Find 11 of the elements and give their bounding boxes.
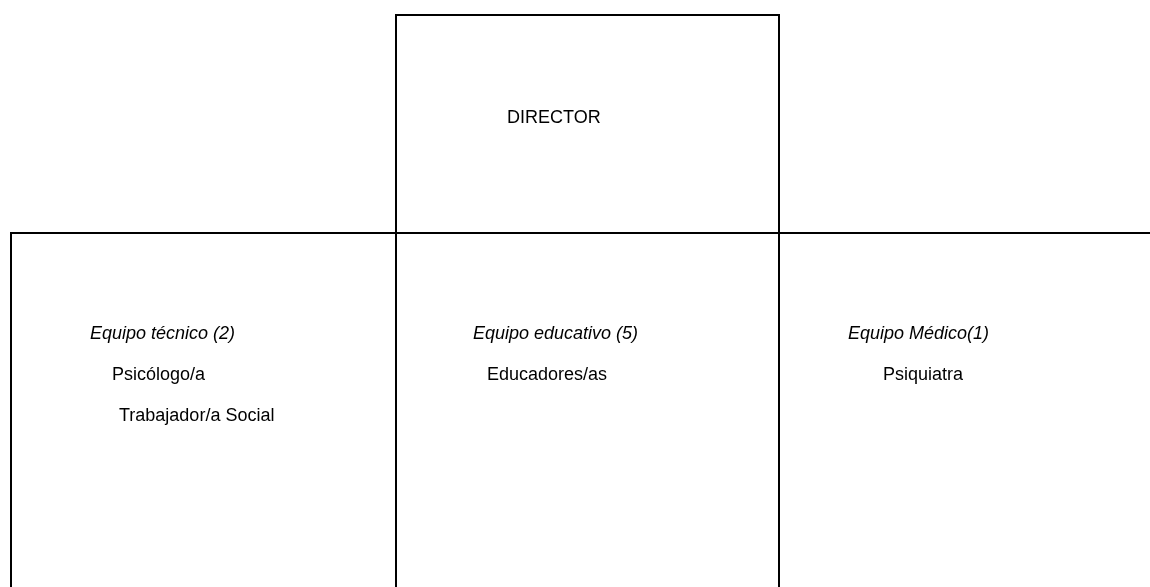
team-heading: Equipo Médico(1) bbox=[848, 322, 990, 344]
role-label: Trabajador/a Social bbox=[119, 404, 275, 426]
team-box bbox=[10, 232, 397, 587]
role-label: DIRECTOR bbox=[507, 106, 601, 128]
role-label: Psicólogo/a bbox=[112, 363, 206, 385]
director-box bbox=[395, 14, 780, 234]
role-label: Psiquiatra bbox=[883, 363, 964, 385]
team-box bbox=[395, 232, 780, 587]
role-label: Educadores/as bbox=[487, 363, 608, 385]
team-heading: Equipo educativo (5) bbox=[473, 322, 639, 344]
team-heading: Equipo técnico (2) bbox=[90, 322, 236, 344]
